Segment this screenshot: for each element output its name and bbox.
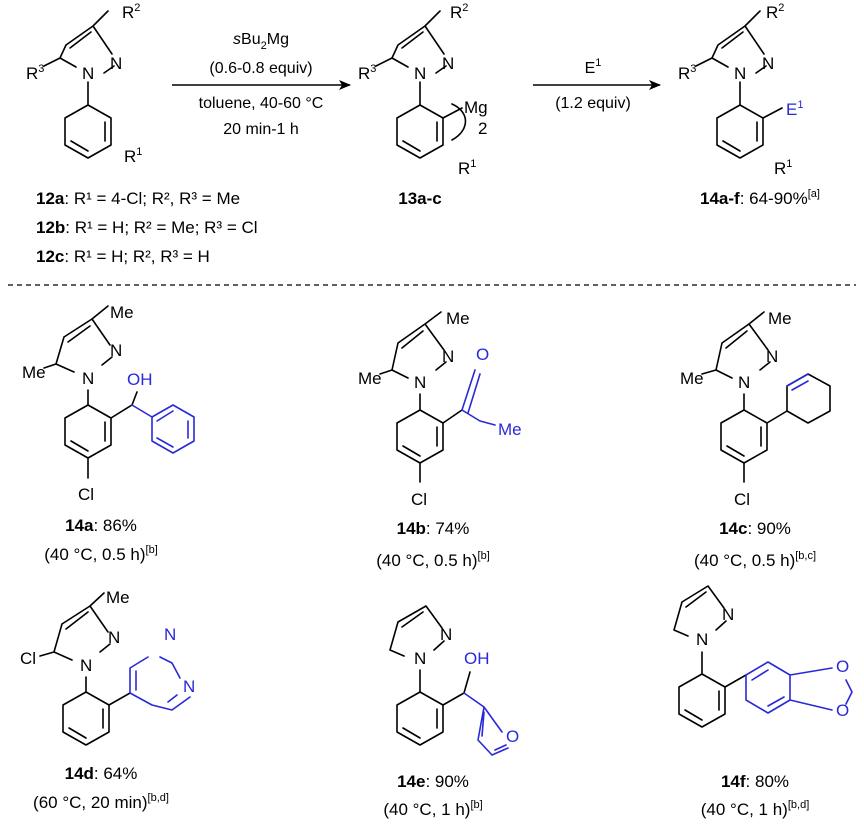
svg-text:N: N [183, 677, 195, 696]
svg-text:N: N [762, 54, 774, 73]
cond-14d: (60 °C, 20 min)[b,d] [33, 792, 169, 812]
svg-text:N: N [80, 656, 92, 675]
label-14a: 14a: 86% [65, 516, 137, 535]
svg-text:N: N [82, 369, 94, 388]
svg-text:R2: R2 [766, 2, 784, 22]
structure-14c: Me Me N N Cl [680, 309, 831, 509]
label-12b: 12b: R¹ = H; R² = Me; R³ = Cl [36, 218, 258, 237]
svg-text:N: N [734, 64, 746, 83]
svg-text:Cl: Cl [20, 649, 36, 668]
svg-text:N: N [738, 373, 750, 392]
svg-text:R1: R1 [124, 146, 142, 166]
svg-text:N: N [414, 649, 426, 668]
svg-text:Cl: Cl [78, 485, 94, 504]
svg-text:Me: Me [768, 309, 792, 328]
label-14a-f: 14a-f: 64-90%[a] [700, 188, 820, 208]
label-14d: 14d: 64% [65, 764, 138, 783]
svg-text:R1: R1 [458, 158, 476, 178]
svg-text:O: O [506, 727, 519, 746]
svg-text:O: O [836, 657, 849, 676]
reagent-solvent-temp: toluene, 40-60 °C [199, 95, 324, 112]
svg-text:R3: R3 [26, 63, 44, 83]
starting-material-structure: R2 R3 N N R1 [26, 2, 142, 166]
svg-text:R2: R2 [122, 2, 140, 22]
structure-14b: Me Me N N O Me Cl [358, 309, 522, 509]
cond-14f: (40 °C, 1 h)[b,d] [701, 799, 810, 819]
svg-text:N: N [108, 628, 120, 647]
svg-text:R3: R3 [678, 63, 696, 83]
label-14e: 14e: 90% [397, 772, 469, 791]
reagent-time: 20 min-1 h [223, 121, 299, 138]
svg-text:Me: Me [22, 363, 46, 382]
svg-text:Me: Me [358, 369, 382, 388]
svg-text:OH: OH [127, 370, 153, 389]
svg-text:Mg: Mg [464, 98, 488, 117]
svg-text:N: N [722, 605, 734, 624]
svg-text:Cl: Cl [411, 490, 427, 509]
svg-text:Me: Me [680, 369, 704, 388]
svg-text:Me: Me [110, 303, 134, 322]
label-14b: 14b: 74% [397, 519, 470, 538]
svg-text:N: N [442, 347, 454, 366]
svg-text:E1: E1 [786, 99, 803, 119]
svg-text:N: N [696, 630, 708, 649]
label-14c: 14c: 90% [719, 519, 791, 538]
svg-text:2: 2 [478, 119, 487, 138]
reagent-e1-equiv: (1.2 equiv) [555, 95, 631, 112]
svg-text:N: N [82, 64, 94, 83]
structure-14f: N N O O [673, 585, 853, 728]
svg-text:N: N [442, 54, 454, 73]
product-structure: R2 R3 N N E1 R1 [678, 2, 803, 178]
svg-text:R1: R1 [774, 158, 792, 178]
reagent-equiv: (0.6-0.8 equiv) [209, 60, 312, 77]
svg-text:Me: Me [446, 309, 470, 328]
label-13a-c: 13a-c [398, 189, 441, 208]
reagent-e1: E1 [585, 57, 602, 77]
structure-14a: Me Me N N OH Cl [22, 303, 195, 504]
cond-14c: (40 °C, 0.5 h)[b,c] [694, 550, 816, 570]
svg-text:Me: Me [498, 420, 522, 439]
svg-text:N: N [110, 341, 122, 360]
svg-text:N: N [440, 625, 452, 644]
label-14f: 14f: 80% [721, 772, 789, 791]
svg-text:N: N [766, 347, 778, 366]
label-12c: 12c: R¹ = H; R², R³ = H [36, 247, 210, 266]
cond-14a: (40 °C, 0.5 h)[b] [44, 544, 158, 564]
structure-14d: Me Cl N N N N [20, 588, 195, 746]
svg-text:R3: R3 [358, 63, 376, 83]
svg-text:R2: R2 [450, 2, 468, 22]
svg-text:N: N [414, 64, 426, 83]
reagent-sbu2mg: sBu2Mg [233, 31, 289, 52]
svg-text:Me: Me [106, 588, 130, 607]
svg-text:N: N [414, 373, 426, 392]
structure-14e: N N OH O [389, 605, 519, 756]
svg-text:OH: OH [464, 649, 490, 668]
svg-text:O: O [836, 701, 849, 720]
label-12a: 12a: R¹ = 4-Cl; R², R³ = Me [36, 189, 240, 208]
cond-14b: (40 °C, 0.5 h)[b] [376, 550, 490, 570]
svg-text:Cl: Cl [734, 490, 750, 509]
cond-14e: (40 °C, 1 h)[b] [383, 799, 482, 819]
svg-text:N: N [110, 54, 122, 73]
svg-text:N: N [164, 625, 176, 644]
intermediate-structure: R2 R3 N N Mg 2 R1 [358, 2, 488, 178]
svg-text:O: O [476, 345, 489, 364]
